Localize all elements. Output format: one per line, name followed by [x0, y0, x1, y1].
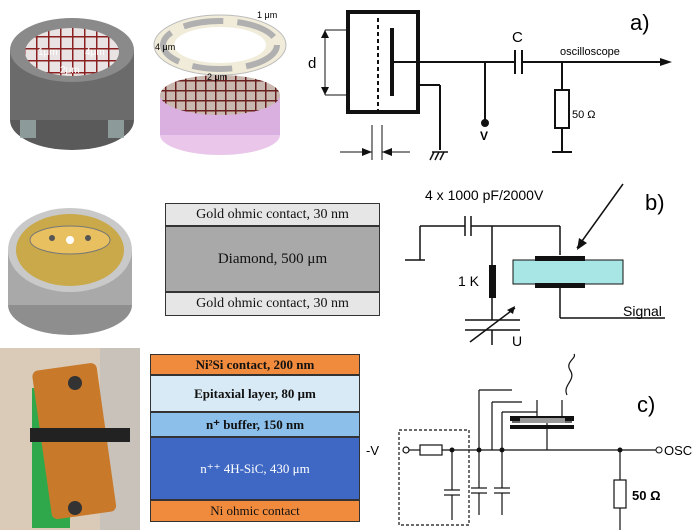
- panel-b-label: b): [645, 190, 665, 215]
- ring-right-label-4: 4 μm: [155, 42, 175, 52]
- panel-a-label: a): [630, 10, 650, 35]
- diamond-bulk-text: Diamond, 500 μm: [217, 250, 328, 267]
- ring-label-2: 2μm: [60, 65, 80, 76]
- capacitors-label: 4 x 1000 pF/2000V: [425, 187, 544, 203]
- diamond-bottom-gold-layer: Gold ohmic contact, 30 nm: [165, 292, 380, 316]
- circuit-c: -V OSC 50 Ω c): [366, 353, 692, 530]
- neg-v-label: -V: [366, 443, 379, 458]
- sic-top-contact-layer: Ni²Si contact, 200 nm: [150, 354, 360, 375]
- sic-substrate-text: n⁺⁺ 4H-SiC, 430 μm: [200, 460, 310, 476]
- resistor-50-label: 50 Ω: [572, 109, 596, 121]
- diamond-top-gold-layer: Gold ohmic contact, 30 nm: [165, 203, 380, 226]
- sic-epitaxial-layer: Epitaxial layer, 80 μm: [150, 375, 360, 412]
- circuit-b: 4 x 1000 pF/2000V 1 K Signal U b): [405, 183, 665, 349]
- resistor-50-c-label: 50 Ω: [632, 488, 661, 503]
- ring-label-1: 1μm: [38, 47, 58, 58]
- diamond-bulk-layer: Diamond, 500 μm: [165, 226, 380, 292]
- oscilloscope-label: oscilloscope: [560, 46, 620, 58]
- ring-right-label-1: 1 μm: [257, 10, 277, 20]
- ring-label-4: 4μm: [85, 47, 105, 58]
- bias-u-label: U: [512, 333, 522, 349]
- sic-ni-contact-layer: Ni ohmic contact: [150, 500, 360, 522]
- sic-buffer-layer: n⁺ buffer, 150 nm: [150, 412, 360, 437]
- diamond-top-gold-text: Gold ohmic contact, 30 nm: [196, 206, 349, 222]
- ring-right-label-2: 2 μm: [207, 72, 227, 82]
- capacitor-c-label: C: [512, 29, 523, 46]
- voltage-v-label: V: [480, 129, 488, 143]
- sic-buffer-text: n⁺ buffer, 150 nm: [205, 416, 305, 432]
- sic-substrate-layer: n⁺⁺ 4H-SiC, 430 μm: [150, 437, 360, 500]
- osc-label: OSC: [664, 443, 692, 458]
- resistor-1k-label: 1 K: [458, 273, 480, 289]
- sic-ni-contact-text: Ni ohmic contact: [210, 503, 300, 518]
- signal-label: Signal: [623, 303, 662, 319]
- panel-c-label: c): [637, 392, 655, 417]
- sic-top-contact-text: Ni²Si contact, 200 nm: [195, 356, 315, 372]
- detector-housing-photo: 1μm 4μm 2μm: [0, 0, 145, 160]
- diamond-detector-photo: [0, 170, 140, 340]
- gap-d-label: d: [308, 55, 316, 72]
- sic-epitaxial-text: Epitaxial layer, 80 μm: [194, 385, 316, 401]
- detector-housing-illustration: 1μm 4μm 2μm: [10, 18, 134, 150]
- diamond-bottom-gold-text: Gold ohmic contact, 30 nm: [196, 296, 349, 311]
- sic-detector-photo: [0, 348, 140, 530]
- circuit-a: d C oscilloscope V 50 Ω a): [308, 10, 672, 161]
- ring-grid-illustration: 1 μm 4 μm 2 μm: [145, 0, 295, 160]
